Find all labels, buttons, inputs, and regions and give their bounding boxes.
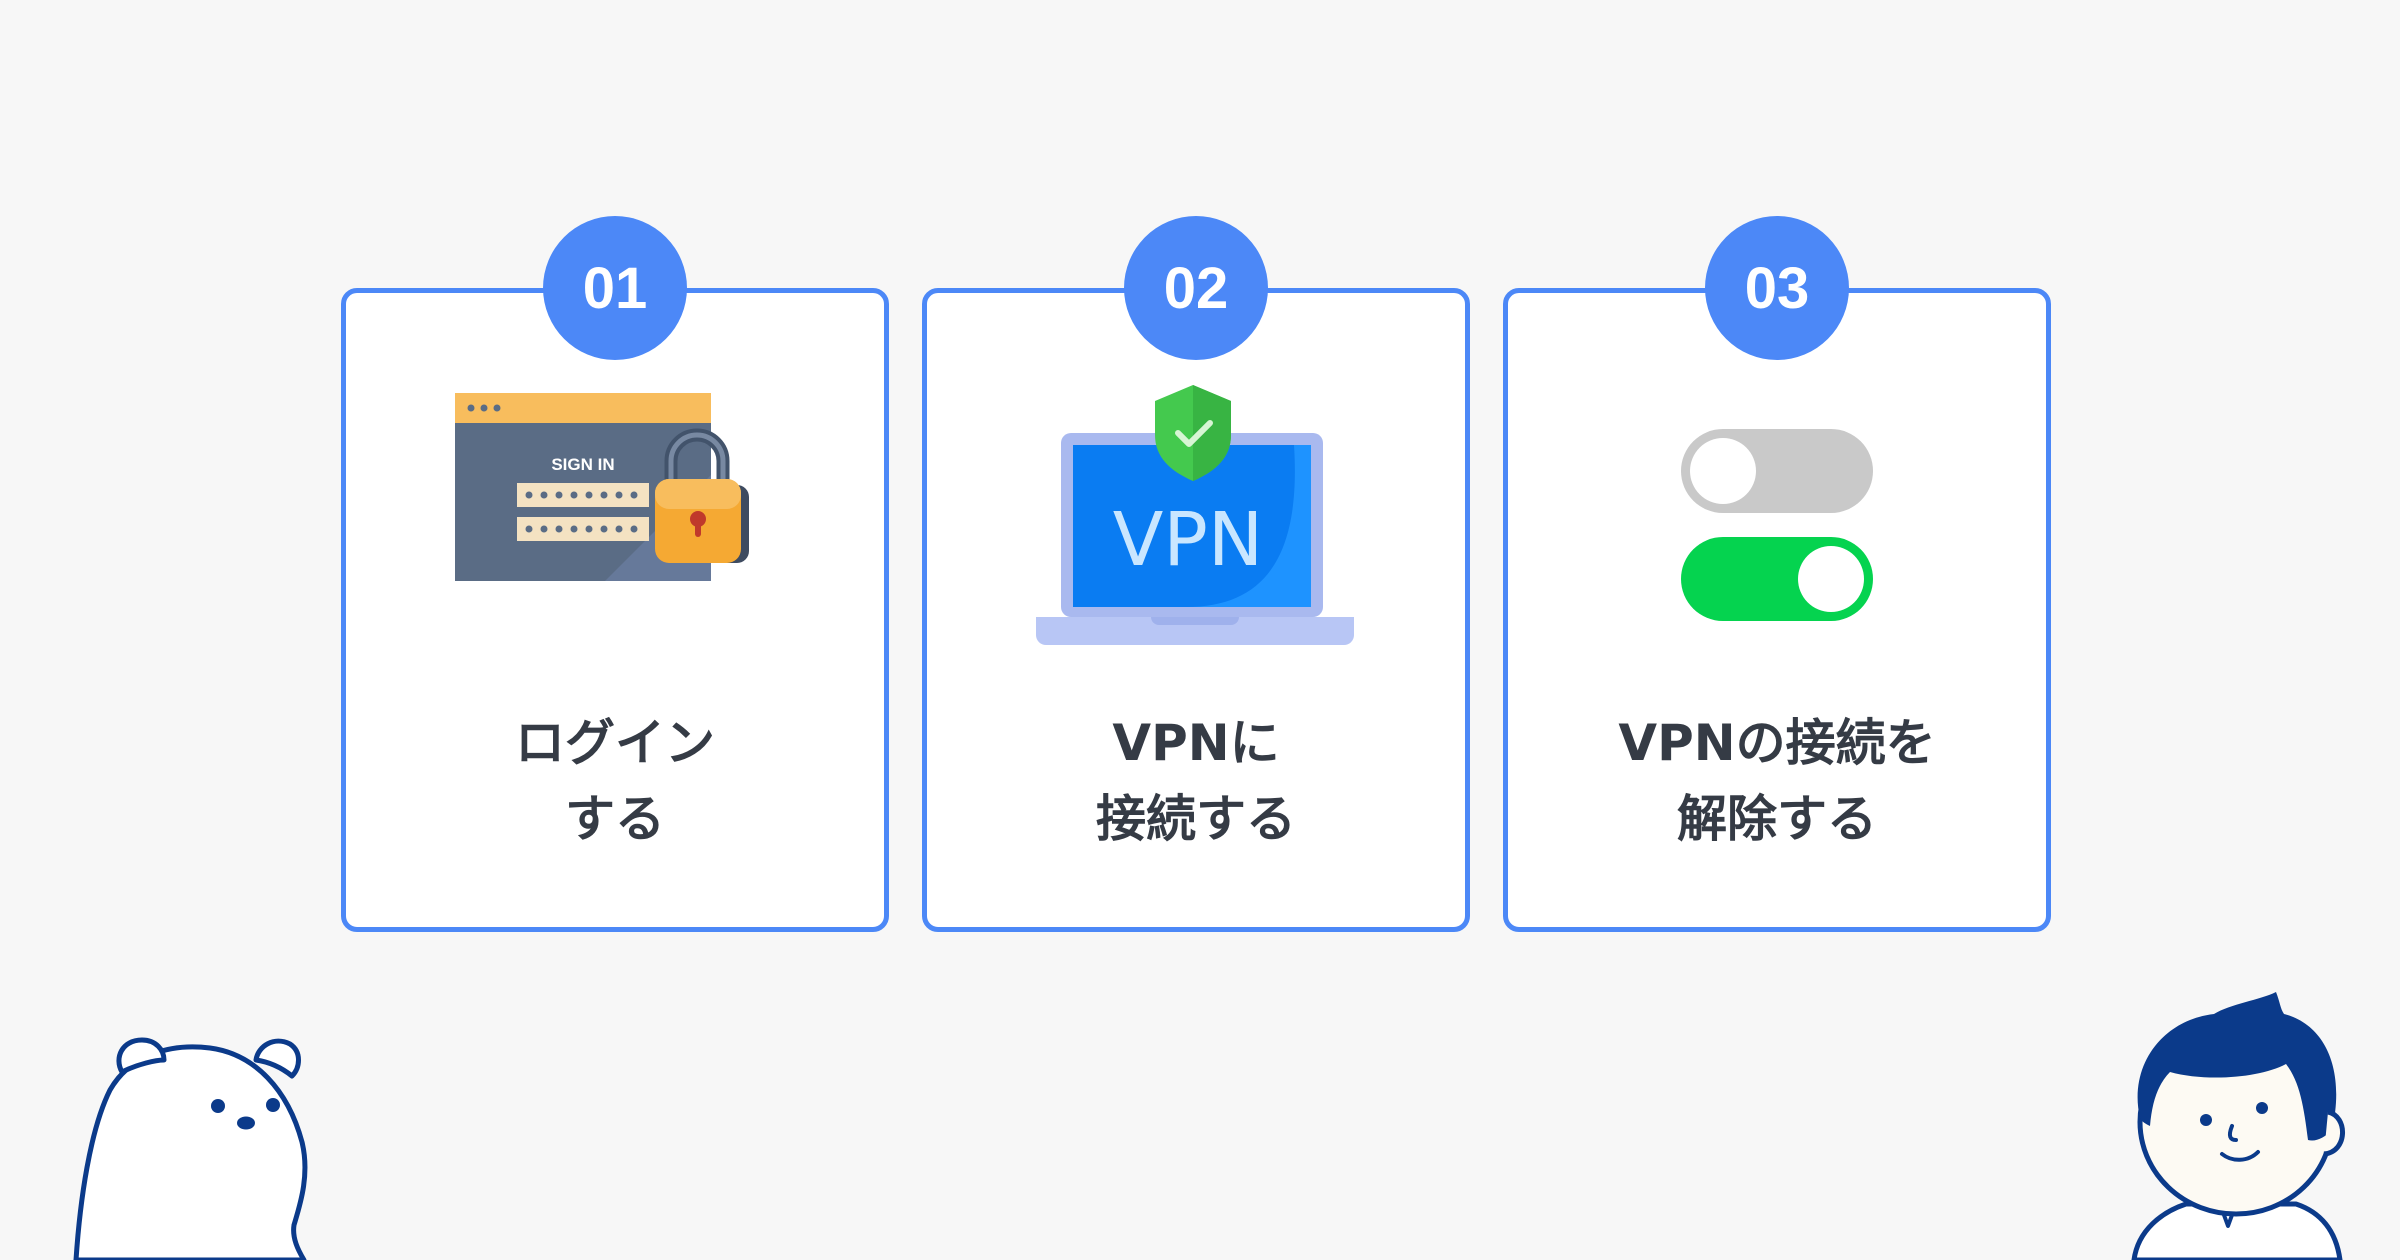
boy-character [2131, 992, 2345, 1260]
bear-character [73, 1037, 308, 1260]
step-label-line: する [565, 790, 665, 848]
sign-in-text: SIGN IN [551, 455, 614, 474]
step-label-line: 接続する [1096, 790, 1296, 848]
toggle-switches-icon [1681, 429, 1873, 621]
step-number-badge: 02 [1124, 216, 1268, 360]
step-label: VPNに 接続する [927, 705, 1465, 857]
step-label: ログイン する [346, 705, 884, 857]
toggle-on-icon [1681, 537, 1873, 621]
step-label-line: 解除する [1677, 790, 1877, 848]
step-label-line: VPNに [1112, 714, 1280, 772]
step-number-badge: 01 [543, 216, 687, 360]
vpn-text: VPN [1113, 497, 1264, 583]
step-label-line: VPNの接続を [1618, 714, 1936, 772]
step-card-3: 03 VPNの接続を 解除する [1503, 216, 2051, 932]
step-number-badge: 03 [1705, 216, 1849, 360]
step-label: VPNの接続を 解除する [1508, 705, 2046, 857]
step-card-2: 02 VPN VPNに 接続する [922, 216, 1470, 932]
step-card-1: 01 SIGN IN ログイン する [341, 216, 889, 932]
step-label-line: ログイン [515, 714, 715, 772]
sign-in-lock-icon: SIGN IN [455, 393, 749, 581]
toggle-off-icon [1681, 429, 1873, 513]
vpn-laptop-icon: VPN [1036, 385, 1354, 645]
